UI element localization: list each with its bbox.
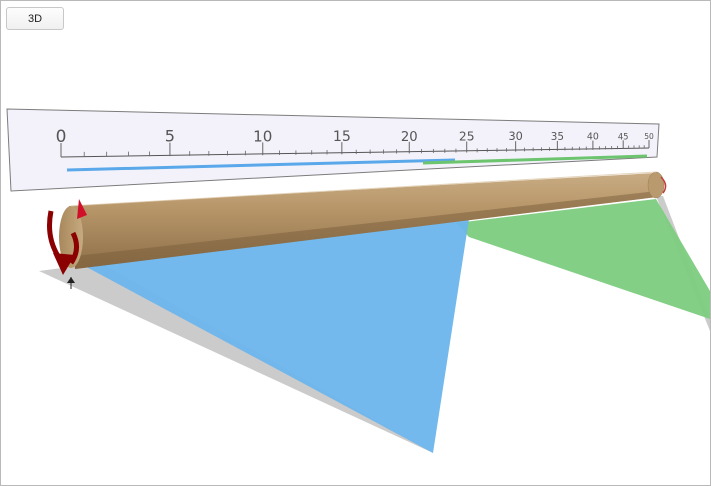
view-mode-toggle-button[interactable]: 3D	[6, 7, 64, 30]
moment-marker-right	[660, 176, 667, 194]
red-flag-icon	[77, 199, 87, 219]
ruler-tick-label: 15	[333, 129, 351, 145]
ruler-tick-label: 35	[551, 131, 564, 143]
blue-diagram	[79, 219, 469, 453]
ruler-tick-label: 30	[508, 130, 522, 143]
beam-end-cap-right	[647, 171, 665, 199]
ruler-blue-line	[66, 158, 456, 172]
green-diagram	[456, 199, 710, 319]
ruler-labels: 0 5 10 15 20 25 30 35 40 45 50	[56, 127, 654, 147]
support-arrow-left	[47, 199, 87, 289]
ruler-tick-label: 25	[459, 130, 475, 144]
ruler-tick-label: 20	[401, 130, 418, 145]
ruler-panel: 0 5 10 15 20 25 30 35 40 45 50	[6, 108, 660, 192]
ruler-baseline	[60, 147, 650, 158]
ruler-green-line	[422, 154, 648, 165]
ruler-tick-label: 0	[56, 127, 67, 147]
ruler-tick-label: 40	[587, 132, 599, 143]
ruler-tick-label: 5	[165, 127, 175, 146]
ruler-tick-label: 10	[253, 127, 272, 145]
ruler-tick-label: 45	[618, 131, 629, 141]
ruler-ticks	[60, 140, 650, 158]
diagram-shadow-left	[39, 263, 433, 453]
ruler-tick-label: 50	[644, 132, 654, 141]
